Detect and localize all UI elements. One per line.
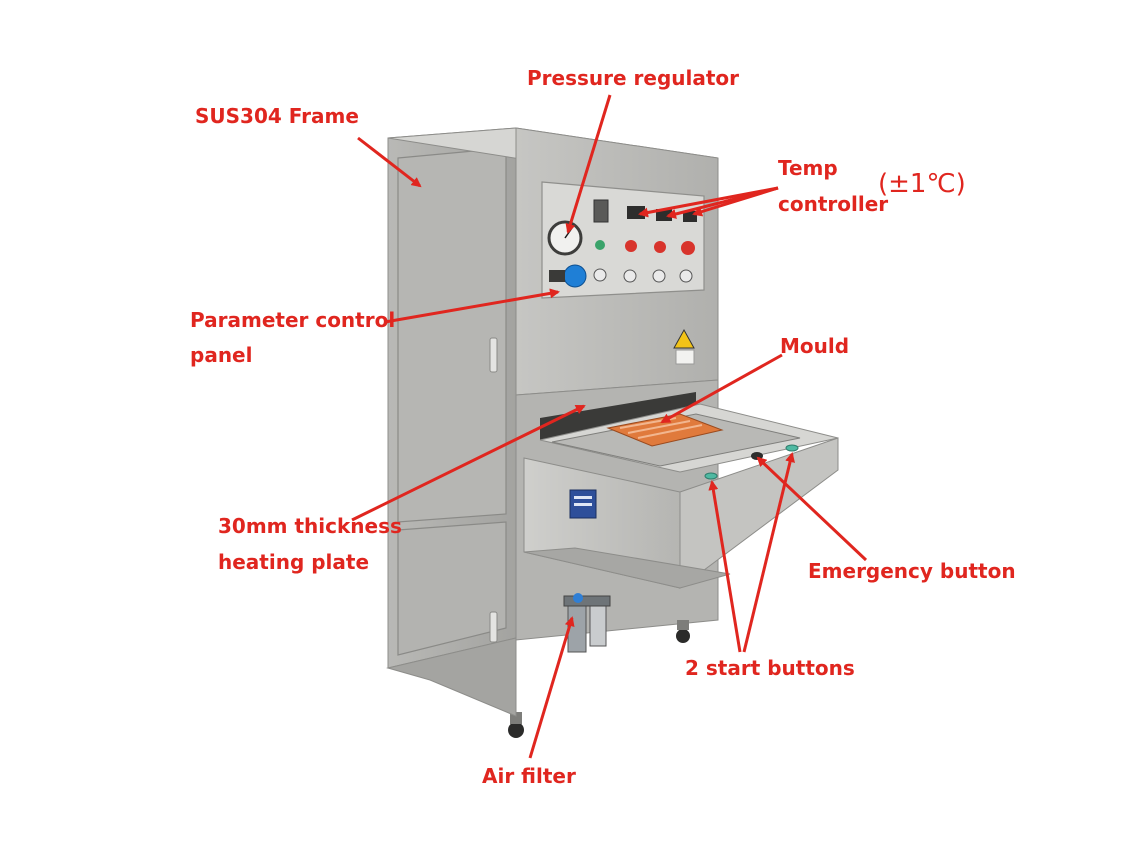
side-door-upper (397, 147, 507, 523)
warning-label (675, 349, 695, 365)
label-pressure-regulator: Pressure regulator (527, 66, 740, 90)
arrow-pressure-regulator (565, 94, 612, 234)
emergency-stop-button[interactable] (751, 452, 763, 460)
air-filter-gauge (573, 593, 583, 603)
label-air-filter: Air filter (482, 764, 576, 788)
drawer-opening (540, 392, 696, 440)
label-plate-line1: 30mm thickness (218, 514, 402, 538)
arrow-emergency (756, 456, 868, 562)
green-indicator[interactable] (595, 240, 605, 250)
arrow-heating-plate (351, 404, 586, 522)
label-start-buttons: 2 start buttons (685, 656, 855, 680)
switch-3[interactable] (652, 269, 666, 283)
red-button-2[interactable] (654, 241, 666, 253)
cabinet-base (386, 637, 517, 717)
label-panel-line1: Parameter control (190, 308, 396, 332)
air-filter-bowl (589, 605, 607, 647)
start-button-1[interactable] (704, 472, 718, 480)
label-mould: Mould (780, 334, 850, 358)
arrow-start-1 (708, 480, 742, 653)
callout-arrows (351, 94, 868, 759)
arrow-panel (384, 288, 560, 324)
arrow-air-filter (528, 616, 575, 759)
label-panel-line2: panel (190, 343, 253, 367)
arrow-mould (660, 353, 783, 424)
label-temp-line2: controller (778, 192, 889, 216)
drawer-base (523, 547, 731, 589)
label-plate-line2: heating plate (218, 550, 370, 574)
nameplate-line (574, 496, 592, 499)
label-temp-line1: Temp (778, 156, 838, 180)
arrow-start-2 (742, 452, 795, 653)
switch-2[interactable] (623, 269, 637, 283)
side-door-lower (397, 521, 507, 656)
mould (606, 413, 724, 447)
nameplate-line (574, 503, 592, 506)
switch-4[interactable] (679, 269, 693, 283)
arrow-temp-3 (692, 186, 779, 217)
mould-cavity (627, 420, 691, 434)
door-handle-lower (489, 611, 498, 643)
label-emergency: Emergency button (808, 559, 1016, 583)
arrow-frame (357, 136, 422, 188)
caster-front-left (508, 722, 524, 738)
door-handle-upper (489, 337, 498, 373)
label-temp-accuracy: (±1℃) (878, 169, 966, 199)
warning-sticker (673, 328, 695, 349)
start-button-2[interactable] (785, 444, 799, 452)
pressure-knob[interactable] (563, 264, 587, 288)
knob-base (549, 270, 565, 282)
air-filter-cap (563, 595, 611, 607)
caster-mount (677, 620, 689, 630)
switch-1[interactable] (593, 268, 607, 282)
mould-cavity (637, 424, 703, 439)
red-button-1[interactable] (625, 240, 637, 252)
caster-front-right (676, 629, 690, 643)
temp-display-3 (683, 211, 697, 222)
label-frame: SUS304 Frame (195, 104, 359, 128)
timer-display (593, 199, 609, 223)
red-button-3[interactable] (681, 241, 695, 255)
